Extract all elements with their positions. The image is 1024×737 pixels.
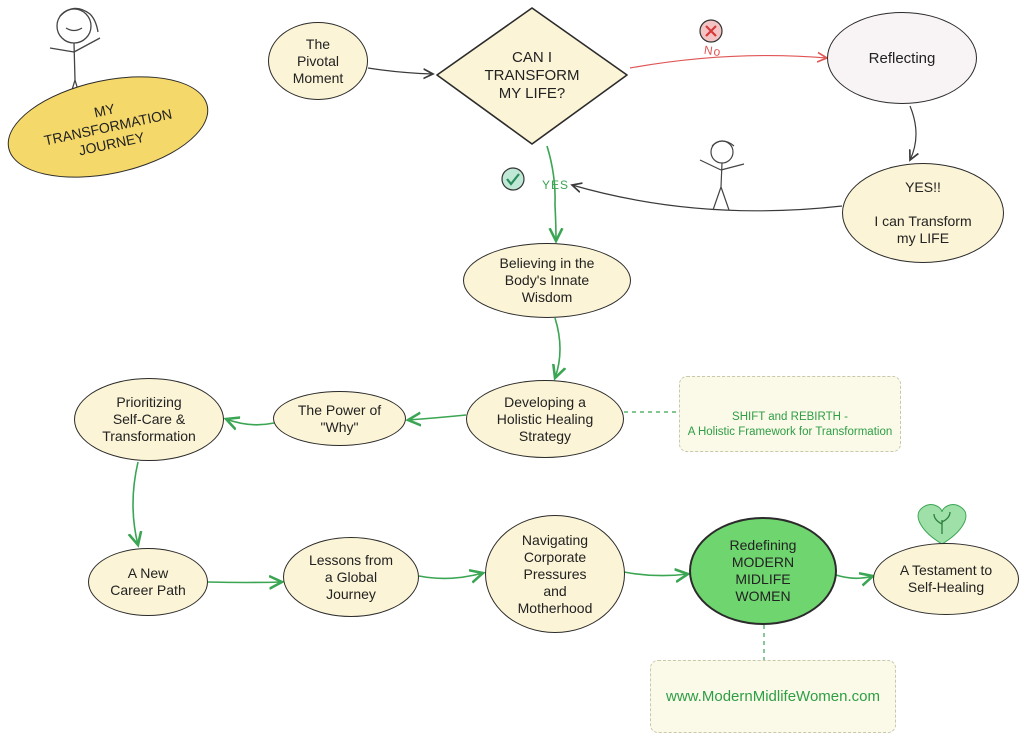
career-path-node: A New Career Path bbox=[88, 548, 208, 616]
edge-believing-holistic bbox=[555, 317, 560, 378]
edge-yes-back bbox=[572, 185, 843, 212]
decision-label: CAN I TRANSFORM MY LIFE? bbox=[484, 49, 580, 102]
navigating-node: Navigating Corporate Pressures and Mothe… bbox=[485, 515, 625, 633]
website-link[interactable]: www.ModernMidlifeWomen.com bbox=[666, 688, 880, 705]
edge-holistic-why bbox=[408, 415, 467, 420]
edge-lessons-navigating bbox=[418, 573, 483, 578]
edge-redefining-testament bbox=[835, 575, 873, 578]
selfcare-node: Prioritizing Self-Care & Transformation bbox=[74, 378, 224, 461]
yes-label: YES bbox=[542, 178, 570, 192]
edge-why-selfcare bbox=[226, 419, 275, 425]
heart-sprout-icon bbox=[917, 504, 967, 545]
website-box bbox=[650, 660, 896, 733]
lessons-node: Lessons from a Global Journey bbox=[283, 537, 419, 617]
journey-title-node: MY TRANSFORMATION JOURNEY bbox=[0, 59, 218, 195]
yes-check-icon bbox=[501, 167, 525, 191]
edge-navigating-redefining bbox=[623, 572, 688, 576]
testament-node: A Testament to Self-Healing bbox=[873, 543, 1019, 615]
no-x-icon bbox=[699, 19, 723, 43]
edge-decision-reflecting bbox=[629, 56, 827, 69]
power-of-why-node: The Power of "Why" bbox=[273, 391, 406, 446]
edge-career-lessons bbox=[207, 582, 282, 583]
framework-box bbox=[679, 376, 901, 452]
stick-figure-celebrate-icon bbox=[699, 140, 745, 211]
pivotal-moment-node: The Pivotal Moment bbox=[268, 22, 368, 100]
no-label: No bbox=[703, 42, 723, 60]
redefining-node: Redefining MODERN MIDLIFE WOMEN bbox=[689, 517, 837, 625]
edge-decision-believing bbox=[546, 145, 556, 241]
holistic-strategy-node: Developing a Holistic Healing Strategy bbox=[466, 380, 624, 458]
believing-node: Believing in the Body's Innate Wisdom bbox=[463, 243, 631, 318]
edge-pivotal-decision bbox=[367, 67, 433, 74]
framework-text: SHIFT and REBIRTH - A Holistic Framework… bbox=[687, 411, 893, 438]
edge-reflecting-yes bbox=[910, 105, 916, 160]
yes-transform-node: YES!! I can Transform my LIFE bbox=[842, 163, 1004, 263]
edge-selfcare-career bbox=[133, 461, 138, 545]
reflecting-node: Reflecting bbox=[827, 12, 977, 104]
